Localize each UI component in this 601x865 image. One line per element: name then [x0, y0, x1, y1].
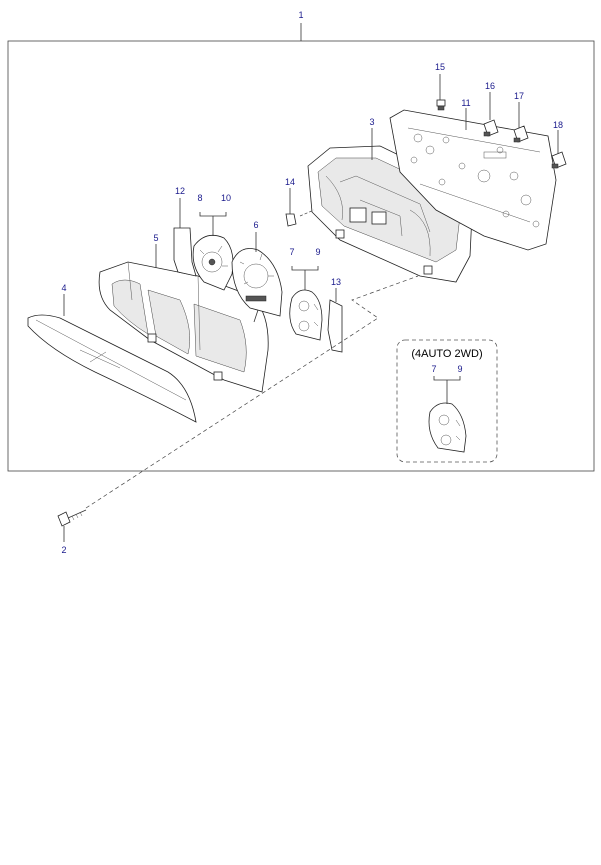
callout-8: 8: [197, 193, 202, 203]
callout-15: 15: [435, 62, 445, 72]
part-lens: [27, 314, 197, 423]
callout-14: 14: [285, 177, 295, 187]
callout-2: 2: [61, 545, 66, 555]
part-bulb-16: [483, 119, 499, 137]
part-bulb-18: [551, 151, 567, 169]
callout-17: 17: [514, 91, 524, 101]
callout-11: 11: [461, 98, 470, 108]
callout-variant-9: 9: [457, 364, 462, 374]
callout-1: 1: [298, 10, 303, 20]
part-13-gasket: [327, 299, 343, 353]
callout-5: 5: [153, 233, 158, 243]
part-speedometer: [231, 248, 283, 323]
callout-3: 3: [369, 117, 374, 127]
callout-4: 4: [61, 283, 66, 293]
callout-6: 6: [253, 220, 258, 230]
variant-gauge: [428, 402, 467, 453]
callout-10: 10: [221, 193, 231, 203]
mounting-dashed-line: [85, 275, 419, 509]
part-bulb-17: [513, 125, 529, 143]
part-circuit-board: [389, 109, 557, 251]
callout-12: 12: [175, 186, 185, 196]
part-12-bracket: [173, 227, 197, 277]
callout-variant-7: 7: [431, 364, 436, 374]
callout-7: 7: [289, 247, 294, 257]
callout-16: 16: [485, 81, 495, 91]
variant-box: [396, 339, 498, 463]
callout-9: 9: [315, 247, 320, 257]
callout-18: 18: [553, 120, 563, 130]
part-bulb-15: [436, 99, 446, 111]
callout-13: 13: [331, 277, 341, 287]
part-fuel-temp-gauge: [289, 289, 323, 341]
part-bezel: [98, 261, 269, 393]
part-14-clip: [285, 213, 297, 227]
variant-label: (4AUTO 2WD): [411, 348, 482, 360]
assembly-frame: [7, 40, 595, 472]
part-tachometer: [192, 234, 234, 291]
part-screw: [57, 509, 87, 527]
